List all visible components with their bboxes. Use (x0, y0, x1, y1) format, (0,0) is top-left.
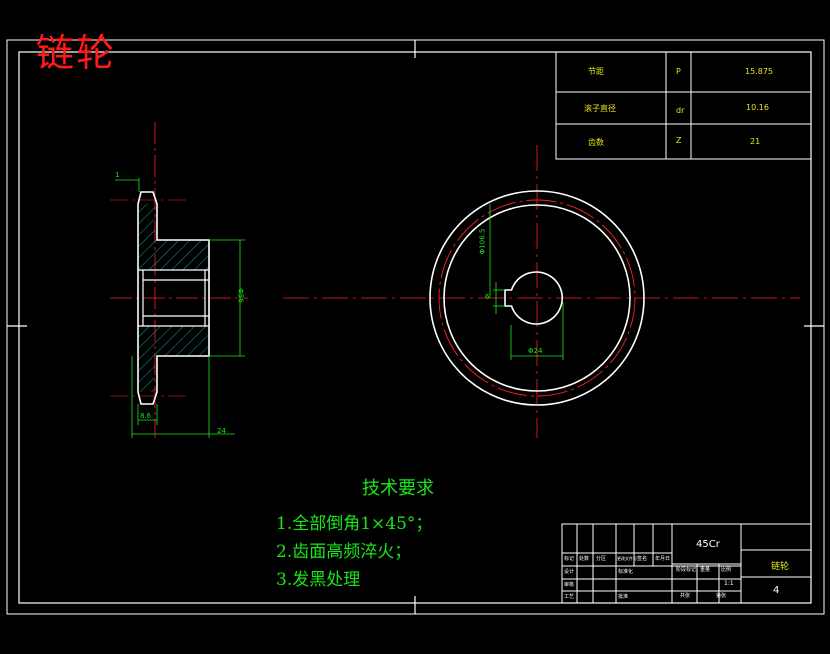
title-block-label: 工艺 (564, 594, 575, 600)
pitch-circle (438, 199, 636, 397)
title-block-label: 标记 (564, 556, 575, 562)
title-block-material: 45Cr (696, 539, 720, 550)
title-block-label: 第张 (716, 593, 727, 599)
title-block-label: 年月日 (655, 556, 671, 562)
upper-section-fill (139, 204, 209, 270)
title-block-label: 分区 (596, 556, 607, 562)
dim-hub-diameter: Φ56 (236, 288, 245, 303)
title-block-label: 共张 (680, 593, 691, 599)
title-block-label: 重量 (700, 567, 711, 573)
title-block-label: 标准化 (618, 569, 634, 575)
tech-req-item: 3.发黑处理 (276, 570, 361, 590)
tech-req-item: 2.齿面高频淬火； (276, 542, 412, 562)
dim-tooth-width: 8.6 (140, 412, 152, 420)
parameter-table (555, 51, 812, 160)
param-name-pitch: 节距 (588, 67, 604, 76)
param-symbol-teeth: Z (676, 136, 682, 145)
title-block-label: 审核 (564, 582, 575, 588)
root-circle (443, 204, 631, 392)
bore-with-keyway (504, 271, 563, 325)
dim-chamfer: 1 (115, 171, 120, 179)
centering-marks (7, 40, 824, 614)
title-block-label: 阶段标记 (676, 567, 697, 573)
lower-section-fill (139, 326, 209, 392)
title-block-label: 批准 (618, 594, 629, 600)
title-block-label: 处数 (579, 556, 590, 562)
title-block-sheet-number: 4 (773, 585, 780, 596)
technical-requirements: 技术要求 1.全部倒角1×45°； 2.齿面高频淬火； 3.发黑处理 (276, 474, 434, 594)
drawing-title: 链轮 (36, 31, 117, 75)
tech-req-item: 1.全部倒角1×45°； (276, 514, 433, 534)
front-view (283, 145, 800, 438)
param-value-roller-diameter: 10.16 (746, 103, 769, 112)
section-outline (137, 191, 210, 405)
title-block-scale: 1:1 (724, 580, 734, 587)
title-block-label: 设计 (564, 569, 575, 575)
dim-hub-length: 24 (217, 427, 226, 435)
dim-bore: Φ24 (528, 347, 543, 355)
tech-req-heading: 技术要求 (362, 478, 434, 499)
title-block-part-name: 链轮 (771, 562, 790, 572)
title-block-label: 比例 (721, 567, 732, 573)
tip-circle (429, 190, 645, 406)
param-name-teeth: 齿数 (588, 138, 604, 147)
dim-pitch-diameter: Φ106.5 (478, 228, 487, 255)
param-value-pitch: 15.875 (745, 67, 773, 76)
dim-keyway-width: 6 (485, 293, 490, 301)
section-view (110, 122, 248, 438)
param-name-roller-diameter: 滚子直径 (584, 104, 616, 113)
title-block-label: 签名 (637, 556, 648, 562)
param-symbol-pitch: P (676, 67, 681, 76)
title-block (561, 523, 812, 604)
title-block-label: 更改文件号 (617, 556, 637, 561)
param-symbol-roller-diameter: dr (676, 106, 685, 115)
param-value-teeth: 21 (750, 137, 761, 146)
